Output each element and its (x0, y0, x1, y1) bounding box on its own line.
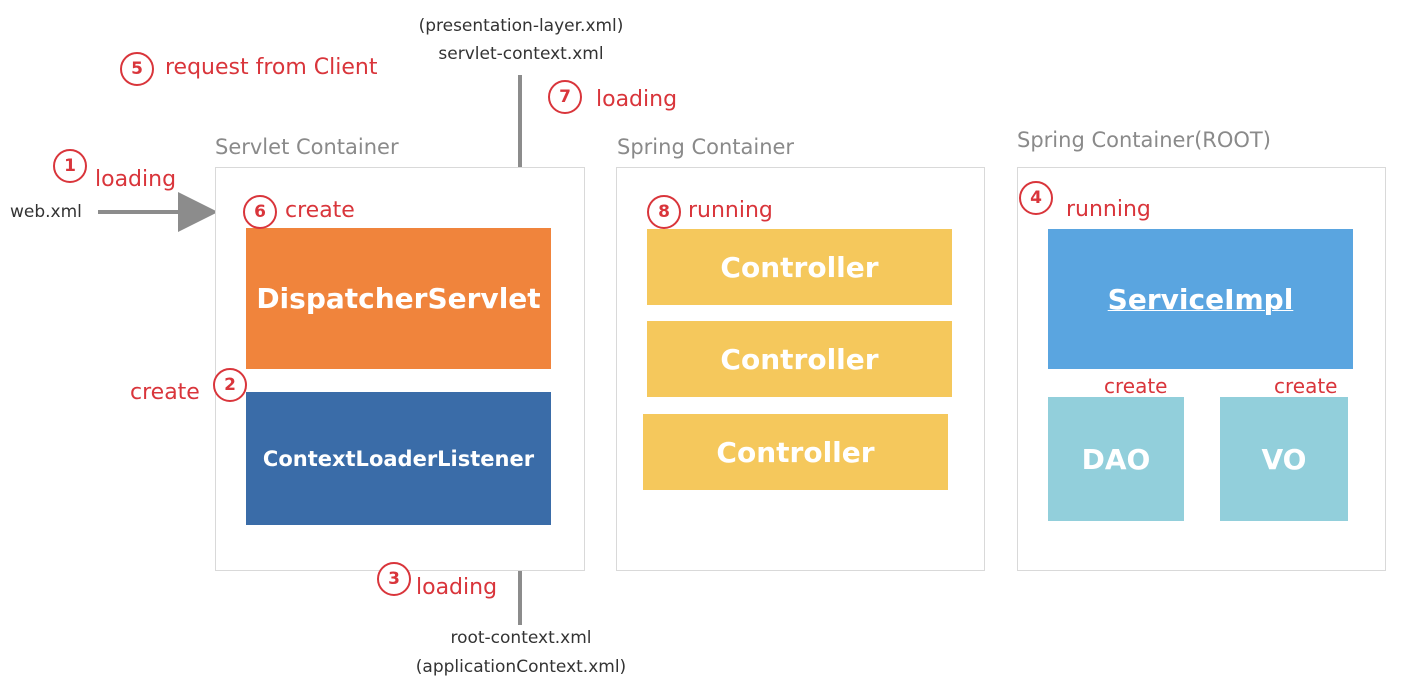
controller-label: Controller (720, 250, 879, 284)
step-2-badge: 2 (213, 368, 247, 402)
controller-block: Controller (643, 414, 948, 490)
service-impl-block: ServiceImpl (1048, 229, 1353, 369)
dispatcher-servlet-block: DispatcherServlet (246, 228, 551, 369)
vo-create-label: create (1274, 374, 1338, 398)
step-1-badge: 1 (53, 149, 87, 183)
step-3-label: loading (416, 575, 498, 600)
step-6-label: create (285, 198, 355, 223)
controller-block: Controller (647, 321, 952, 397)
vo-label: VO (1261, 442, 1307, 476)
controller-label: Controller (720, 342, 879, 376)
step-4-badge: 4 (1019, 181, 1053, 215)
root-context-xml-label: root-context.xml (450, 628, 592, 648)
presentation-layer-xml-label: (presentation-layer.xml) (418, 16, 624, 36)
step-1-label: loading (95, 167, 177, 192)
service-impl-label: ServiceImpl (1107, 282, 1294, 316)
step-2-label: create (130, 380, 200, 405)
root-container-title: Spring Container(ROOT) (1017, 128, 1271, 152)
dao-create-label: create (1104, 374, 1168, 398)
step-6-badge: 6 (243, 195, 277, 229)
dao-block: DAO (1048, 397, 1184, 521)
dao-label: DAO (1081, 442, 1151, 476)
step-5-badge: 5 (120, 52, 154, 86)
step-8-label: running (688, 198, 773, 223)
spring-container-title: Spring Container (617, 135, 795, 159)
context-loader-listener-block: ContextLoaderListener (246, 392, 551, 525)
controller-block: Controller (647, 229, 952, 305)
servlet-container-title: Servlet Container (215, 135, 399, 159)
step-7-label: loading (596, 87, 678, 112)
servlet-context-xml-label: servlet-context.xml (438, 44, 604, 64)
vo-block: VO (1220, 397, 1348, 521)
context-loader-listener-label: ContextLoaderListener (262, 446, 535, 471)
step-4-label: running (1066, 197, 1151, 222)
step-7-badge: 7 (548, 80, 582, 114)
step-8-badge: 8 (647, 195, 681, 229)
controller-label: Controller (716, 435, 875, 469)
step-5-label: request from Client (165, 55, 378, 80)
web-xml-label: web.xml (10, 202, 82, 222)
application-context-xml-label: (applicationContext.xml) (415, 657, 627, 677)
dispatcher-servlet-label: DispatcherServlet (256, 282, 541, 315)
step-3-badge: 3 (377, 562, 411, 596)
